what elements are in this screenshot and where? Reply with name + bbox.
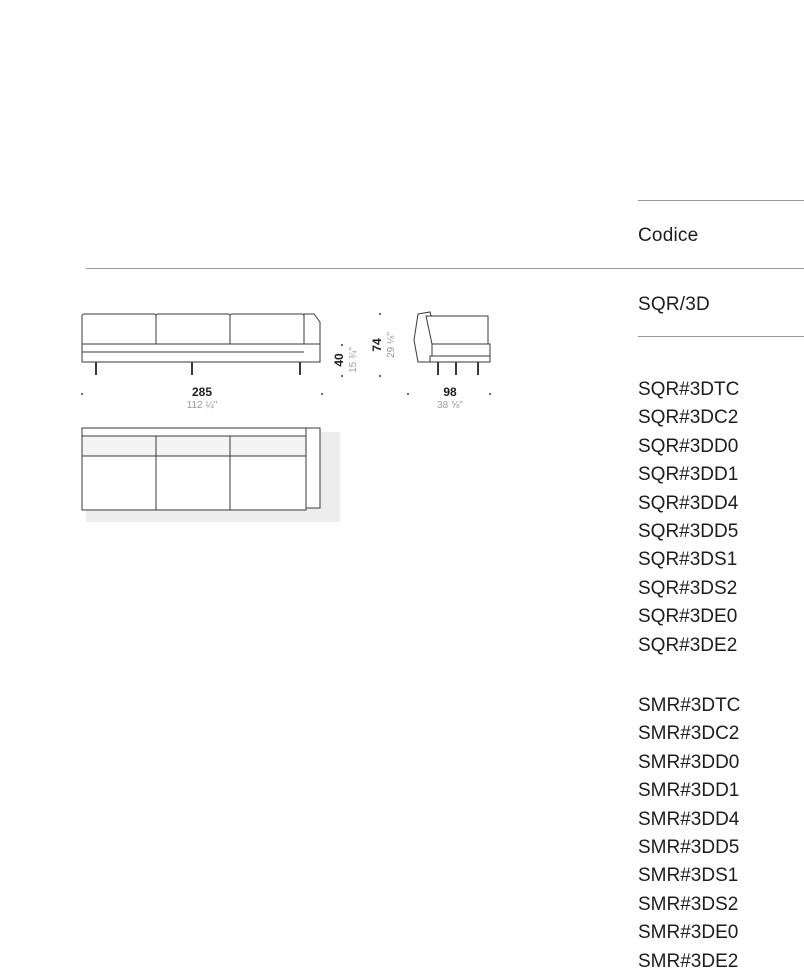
side-seat-cushion [431,343,491,357]
sqr-code-item: SQR#3DD0 [638,435,739,457]
sqr-code-item: SQR#3DD4 [638,492,739,514]
dim-marker [81,393,83,395]
top-seat-cushion-left [81,455,157,511]
sqr-code-item: SQR#3DS1 [638,549,738,571]
dim-marker [407,393,409,395]
sqr-code-item: SQR#3DE2 [638,634,738,656]
sqr-code-item: SQR#3DC2 [638,407,739,429]
top-arm [305,427,321,509]
sofa-front-view [81,313,321,375]
header-top-rule [638,200,804,201]
height-dimension-in: 29 ⅛" [386,332,397,358]
smr-code-item: SMR#3DD1 [638,780,740,802]
dim-marker [379,375,381,377]
smr-code-item: SMR#3DD4 [638,808,740,830]
model-code: SQR/3D [638,294,710,315]
model-code-rule [638,336,804,337]
dim-marker [489,393,491,395]
depth-dimension-cm: 98 [443,385,457,399]
height-dimension-cm: 74 [370,338,384,352]
sofa-top-view [81,427,340,522]
dim-marker [379,313,381,315]
depth-dimension-in: 38 ⅝" [437,400,463,411]
top-backrest [81,427,321,437]
top-back-cushions [81,435,307,457]
smr-code-item: SMR#3DD5 [638,837,740,859]
dim-marker [341,344,343,346]
sqr-code-item: SQR#3DD1 [638,464,739,486]
smr-code-item: SMR#3DS1 [638,865,739,887]
width-dimension-cm: 285 [192,385,212,399]
side-back-cushion [425,315,489,345]
dim-marker [341,375,343,377]
smr-code-item: SMR#3DC2 [638,723,740,745]
width-dimension-in: 112 ¼" [187,399,218,411]
smr-code-item: SMR#3DE0 [638,922,739,944]
top-seat-cushion-center [155,455,231,511]
sqr-code-item: SQR#3DD5 [638,521,739,543]
sofa-seat [81,343,321,363]
smr-code-item: SMR#3DE2 [638,950,739,972]
seat-height-dimension-cm: 40 [332,353,346,367]
sofa-technical-drawing: 285 112 ¼" 40 15 ¾" 74 29 ⅛" 98 38 ⅝" [81,311,491,522]
dim-marker [321,393,323,395]
smr-code-item: SMR#3DS2 [638,893,739,915]
seat-height-dimension-in: 15 ¾" [348,347,359,373]
sqr-code-item: SQR#3DTC [638,379,740,400]
smr-code-item: SMR#3DTC [638,695,741,716]
header-divider-rule [86,268,804,269]
sofa-side-view [413,311,491,375]
sqr-code-item: SQR#3DE0 [638,606,738,628]
sqr-code-item: SQR#3DS2 [638,577,738,599]
top-seat-cushion-right [229,455,307,511]
code-column-header: Codice [638,225,699,246]
side-base [429,355,491,363]
smr-code-item: SMR#3DD0 [638,751,740,773]
